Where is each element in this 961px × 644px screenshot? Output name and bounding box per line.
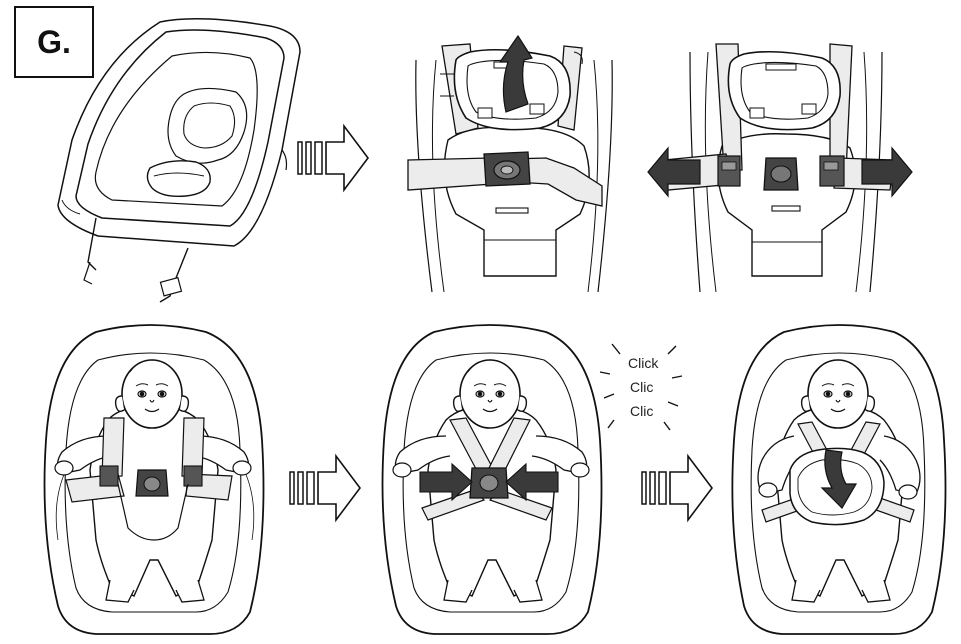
panel-buckle-straps <box>381 324 603 635</box>
panel-bassinet-overview <box>57 18 301 303</box>
next-step-arrow-3 <box>641 455 713 521</box>
panel-close-cover-flap <box>731 324 947 635</box>
next-step-arrow-1 <box>297 125 369 191</box>
next-step-arrow-2 <box>289 455 361 521</box>
panel-lift-cover-flap <box>407 34 613 293</box>
step-label: G. <box>37 23 71 60</box>
panel-baby-straps-open <box>43 324 265 635</box>
click-sound-burst: Click Clic Clic <box>599 343 683 431</box>
click-word-1: Click <box>628 355 659 371</box>
click-word-3: Clic <box>630 403 653 419</box>
step-label-box: G. <box>14 6 94 78</box>
click-word-2: Clic <box>630 379 653 395</box>
panel-pull-straps-apart <box>647 43 913 293</box>
